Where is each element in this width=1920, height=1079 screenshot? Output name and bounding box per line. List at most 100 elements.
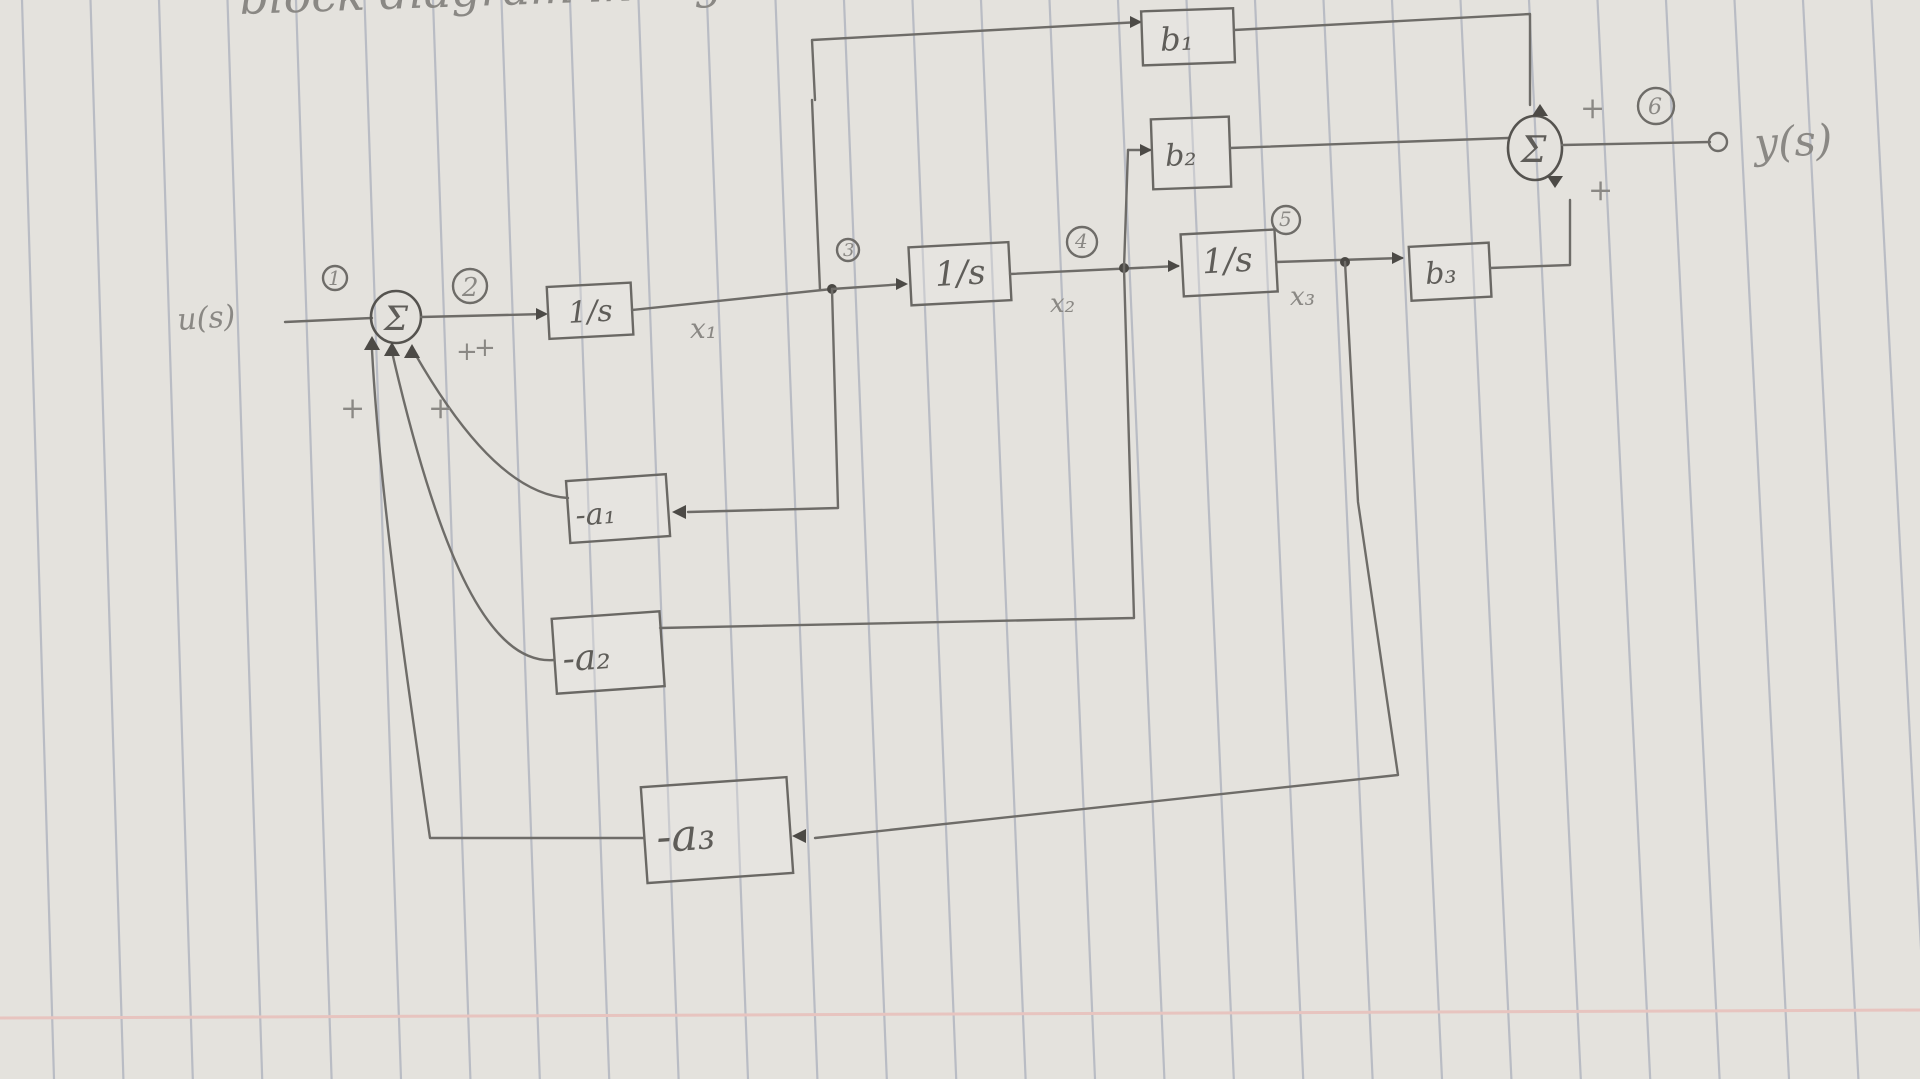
arrow-sum1-a2 <box>384 342 400 356</box>
rule-line <box>363 0 403 1079</box>
node-1-circle <box>321 264 349 292</box>
rule-line <box>1116 0 1166 1079</box>
x2-feedback-line <box>658 266 1136 630</box>
rule-line <box>1596 0 1652 1079</box>
rule-line <box>431 0 472 1079</box>
x2-up-branch <box>1122 148 1130 270</box>
gain-b1-label: b₁ <box>1159 20 1194 59</box>
integrator-2-label: 1/s <box>934 252 987 295</box>
arrow-b1 <box>1130 16 1142 28</box>
sum2-plus-bottom: + <box>1588 173 1613 208</box>
rule-line <box>1664 0 1721 1079</box>
rule-line <box>1459 0 1513 1079</box>
rule-line <box>637 0 680 1079</box>
gain-b3: b₃ <box>1407 241 1493 303</box>
rule-line <box>568 0 611 1079</box>
rule-line <box>1253 0 1305 1079</box>
int3-to-b3-line <box>1274 256 1404 264</box>
arrow-a1 <box>672 505 686 519</box>
node-4-circle <box>1065 225 1099 259</box>
node-number-3: 3 <box>843 240 854 261</box>
rule-line <box>1870 0 1920 951</box>
arrow-int3 <box>1168 260 1180 272</box>
integrator-3-label: 1/s <box>1201 240 1254 283</box>
output-label: y(s) <box>1751 115 1834 168</box>
summing-junction-1: Σ <box>369 289 423 345</box>
node-3-circle <box>835 237 861 263</box>
arrow-int1 <box>536 308 548 320</box>
gain-a2: -a₂ <box>550 610 666 695</box>
node-number-5: 5 <box>1279 207 1292 231</box>
rule-line <box>294 0 333 1079</box>
b3-to-sum2-line <box>1488 198 1572 270</box>
node-5-circle <box>1270 204 1302 236</box>
margin-line <box>0 1008 1920 1020</box>
arrow-sum2-bottom <box>1547 176 1563 188</box>
arrow-sum1-a1 <box>404 344 420 358</box>
gain-b1: b₁ <box>1139 6 1237 67</box>
gain-b2-label: b₂ <box>1165 138 1197 174</box>
ruled-lines <box>20 0 1920 1079</box>
rule-line <box>842 0 888 1079</box>
a2-to-sum1-line <box>390 350 556 662</box>
integrator-3: 1/s <box>1179 228 1279 298</box>
sum-symbol-2: Σ <box>1519 130 1547 171</box>
gain-a3-label: -a₃ <box>655 808 717 863</box>
x3-feedback-line <box>813 260 1400 840</box>
sum2-plus-top: + <box>1580 91 1605 126</box>
rule-line <box>226 0 264 1079</box>
arrow-int2 <box>896 278 908 290</box>
node-6-circle <box>1636 86 1676 126</box>
integrator-1: 1/s <box>545 281 635 341</box>
rule-line <box>1733 0 1791 1079</box>
rule-line <box>89 0 125 1079</box>
sum1-plus-a1: + <box>428 391 453 426</box>
b1-to-sum2-line <box>1232 12 1532 107</box>
b2-to-sum2-line <box>1228 136 1510 150</box>
sum-symbol-1: Σ <box>382 299 409 339</box>
state-x1: x₁ <box>690 312 717 345</box>
arrow-sum1-a3 <box>364 336 380 350</box>
gain-b2: b₂ <box>1149 115 1233 191</box>
rule-line <box>774 0 819 1079</box>
b1-branch-line <box>810 20 1142 102</box>
sum1-plus-input: + <box>456 337 478 367</box>
node-number-6: 6 <box>1648 95 1662 120</box>
rule-line <box>1390 0 1444 1079</box>
gain-a3: -a₃ <box>639 775 795 885</box>
sum1-plus-a3: + <box>340 391 365 426</box>
gain-a2-label: -a₂ <box>561 636 612 680</box>
rule-line <box>1048 0 1097 1079</box>
a1-to-sum1-line <box>412 350 570 500</box>
sum2-to-output-line <box>1560 140 1712 147</box>
output-terminal <box>1707 131 1729 153</box>
a3-to-sum1-line <box>370 348 646 840</box>
rule-line <box>705 0 750 1079</box>
arrow-sum2-top <box>1532 104 1548 116</box>
page-heading: block diagram in Figure <box>238 0 802 25</box>
int1-to-node3-line <box>630 287 834 312</box>
state-x2: x₂ <box>1050 289 1075 319</box>
node-number-1: 1 <box>328 266 341 290</box>
integrator-1-label: 1/s <box>567 294 613 331</box>
int2-to-int3-line <box>1008 264 1180 276</box>
arrow-a3 <box>792 829 806 843</box>
integrator-2: 1/s <box>907 240 1013 307</box>
sum1-to-int1-line <box>419 312 547 319</box>
node-number-4: 4 <box>1074 229 1088 253</box>
rule-line <box>1801 0 1860 1079</box>
arrow-b3 <box>1392 252 1404 264</box>
node3-to-int2-line <box>830 282 907 291</box>
arrow-b2 <box>1140 144 1152 156</box>
rule-line <box>500 0 541 1079</box>
gain-a1: -a₁ <box>564 472 672 545</box>
x1-upper-branch <box>810 98 822 292</box>
rule-line <box>157 0 194 1079</box>
node-2-circle <box>451 267 489 305</box>
x1-feedback-line <box>686 287 840 514</box>
rule-line <box>1185 0 1235 1079</box>
summing-junction-2: Σ <box>1506 114 1564 182</box>
rule-line <box>1322 0 1374 1079</box>
